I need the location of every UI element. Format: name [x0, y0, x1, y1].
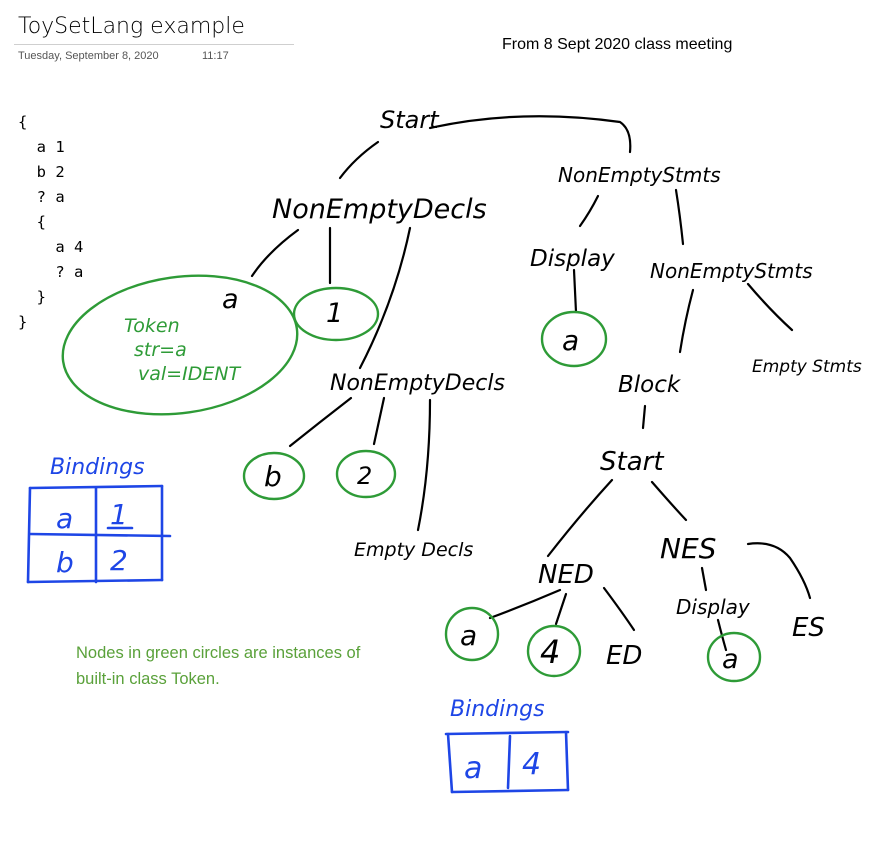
bindings-outer-left	[26, 486, 32, 584]
node-inner-display: Display	[676, 595, 751, 619]
edge-decls-a	[250, 228, 300, 278]
node-empty-decls: Empty Decls	[354, 539, 473, 561]
edge-nes-es	[746, 542, 812, 600]
token-b: b	[264, 460, 282, 493]
node-nonempty-decls-2: NonEmptyDecls	[330, 371, 505, 396]
token-labels: a 1 b 2 a a 4 a	[222, 284, 739, 675]
bindings-outer-row-divider	[28, 532, 172, 538]
token-4-circle	[526, 624, 582, 678]
edge-ned-4	[554, 592, 568, 626]
green-note: Nodes in green circles are instances of …	[76, 644, 361, 688]
edge-ned-a	[488, 588, 562, 620]
edge-block-start	[641, 404, 647, 430]
token-a-note-circle	[61, 274, 299, 416]
token-1-circle	[292, 286, 380, 342]
edge-stmts2-empty	[746, 282, 794, 332]
token-b-circle	[242, 451, 306, 501]
bindings-inner-title: Bindings	[450, 697, 545, 722]
edge-ned-ed	[602, 586, 636, 632]
edge-decls2-empty	[416, 398, 432, 532]
edge-start-stmts	[428, 115, 632, 154]
bindings-outer-value-0: 1	[110, 498, 128, 531]
page-date: Tuesday, September 8, 2020	[18, 50, 159, 62]
title-underline	[14, 44, 294, 45]
edge-stmts-stmts2	[674, 188, 685, 246]
token-circles	[61, 274, 762, 683]
edge-stmts-display	[578, 194, 600, 228]
node-start: Start	[380, 106, 440, 134]
bindings-outer-key-1: b	[56, 546, 74, 579]
token-inner-a-circle	[444, 606, 500, 662]
bindings-inner-right	[564, 730, 570, 792]
bindings-inner-col-divider	[506, 734, 512, 790]
token-inner-a: a	[460, 619, 477, 652]
node-inner-start: Start	[600, 447, 664, 477]
token-a: a	[222, 284, 239, 315]
token-inner-display-a-circle	[706, 631, 762, 683]
edge-decls2-2	[372, 396, 386, 446]
token-1: 1	[326, 298, 343, 329]
page-time: 11:17	[202, 50, 229, 62]
token-4: 4	[540, 633, 560, 671]
edge-display-a	[572, 268, 578, 314]
bindings-outer: Bindings a 1 b 2	[26, 455, 172, 584]
bindings-outer-key-0: a	[56, 502, 73, 535]
node-ed: ED	[606, 641, 642, 671]
edge-decls-decls2	[358, 226, 412, 370]
token-annotation: Token str=a val=IDENT	[124, 315, 242, 385]
edge-decls2-b	[288, 396, 353, 448]
edge-start2-nes	[650, 480, 688, 522]
node-es: ES	[792, 613, 825, 643]
node-ned: NED	[538, 560, 594, 590]
page-title: ToySetLang example	[18, 14, 245, 39]
bindings-inner-top	[444, 730, 570, 736]
bindings-outer-value-1: 2	[110, 544, 128, 577]
bindings-inner-key-0: a	[464, 751, 482, 786]
token-inner-display-a: a	[722, 644, 739, 675]
subtitle: From 8 Sept 2020 class meeting	[502, 36, 733, 53]
bindings-inner-bottom	[450, 788, 570, 794]
token-note-line1: Token	[124, 315, 180, 337]
tree-labels: Start NonEmptyDecls NonEmptyStmts Displa…	[272, 106, 862, 671]
bindings-outer-title: Bindings	[50, 455, 145, 480]
node-nonempty-stmts: NonEmptyStmts	[558, 163, 721, 187]
bindings-inner-left	[446, 732, 454, 794]
edge-start-decls	[338, 140, 380, 180]
node-nonempty-stmts-2: NonEmptyStmts	[650, 259, 813, 283]
token-2: 2	[357, 462, 372, 490]
bindings-inner-value-0: 4	[522, 747, 541, 782]
token-display-a-circle	[540, 310, 608, 368]
edge-nes-display	[700, 566, 708, 592]
code-block: { a 1 b 2 ? a { a 4 ? a } }	[18, 113, 84, 331]
node-empty-stmts: Empty Stmts	[752, 357, 862, 377]
edge-start2-ned	[546, 478, 614, 558]
bindings-inner: Bindings a 4	[444, 697, 570, 794]
token-note-line2: str=a	[134, 339, 187, 361]
token-display-a: a	[562, 324, 579, 357]
edge-stmts2-block	[678, 288, 695, 354]
token-2-circle	[335, 449, 397, 499]
node-display: Display	[530, 246, 615, 272]
node-nes: NES	[660, 532, 716, 565]
node-block: Block	[618, 372, 682, 398]
node-nonempty-decls: NonEmptyDecls	[272, 194, 487, 225]
token-note-line3: val=IDENT	[138, 363, 242, 385]
